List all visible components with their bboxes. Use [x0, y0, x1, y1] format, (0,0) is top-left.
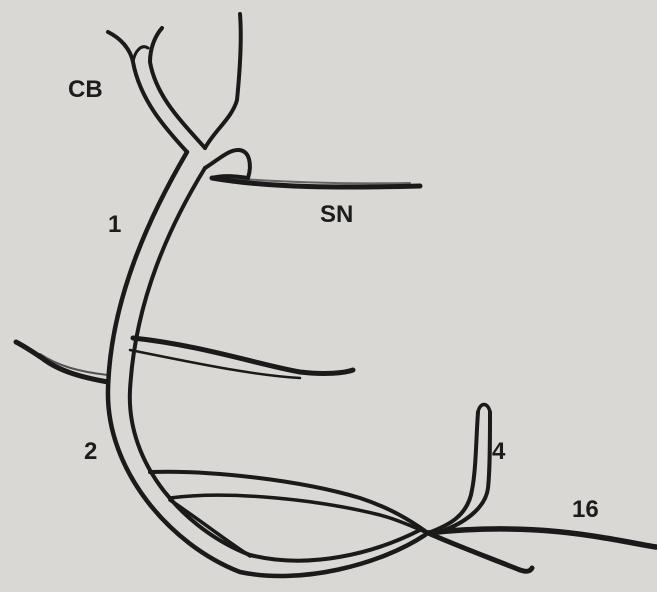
segment-2-label: 2 — [84, 440, 97, 464]
posterior-descending-branch-4-right — [445, 412, 490, 530]
conus-branch-wall-left — [108, 32, 187, 152]
posterolateral-branch-16 — [428, 529, 656, 547]
segment-4-label: 4 — [492, 440, 505, 464]
sinus-node-label: SN — [320, 203, 353, 227]
top-vertical-vessel — [205, 14, 241, 148]
right-ventricular-branch-upper — [133, 338, 353, 373]
left-side-branch — [16, 342, 108, 382]
marginal-branch-lower — [170, 500, 250, 556]
segment-16-label: 16 — [572, 498, 599, 522]
conus-branch-wall-right — [150, 28, 205, 148]
posterior-descending-branch-4-tip — [478, 405, 490, 413]
conus-branch-tip — [133, 47, 148, 62]
segment-1-label: 1 — [108, 213, 121, 237]
conus-branch-label: CB — [68, 78, 103, 102]
marginal-branch-outer — [150, 472, 428, 533]
sinus-node-branch-loop — [205, 150, 250, 178]
crux-descending-branch — [428, 533, 532, 571]
